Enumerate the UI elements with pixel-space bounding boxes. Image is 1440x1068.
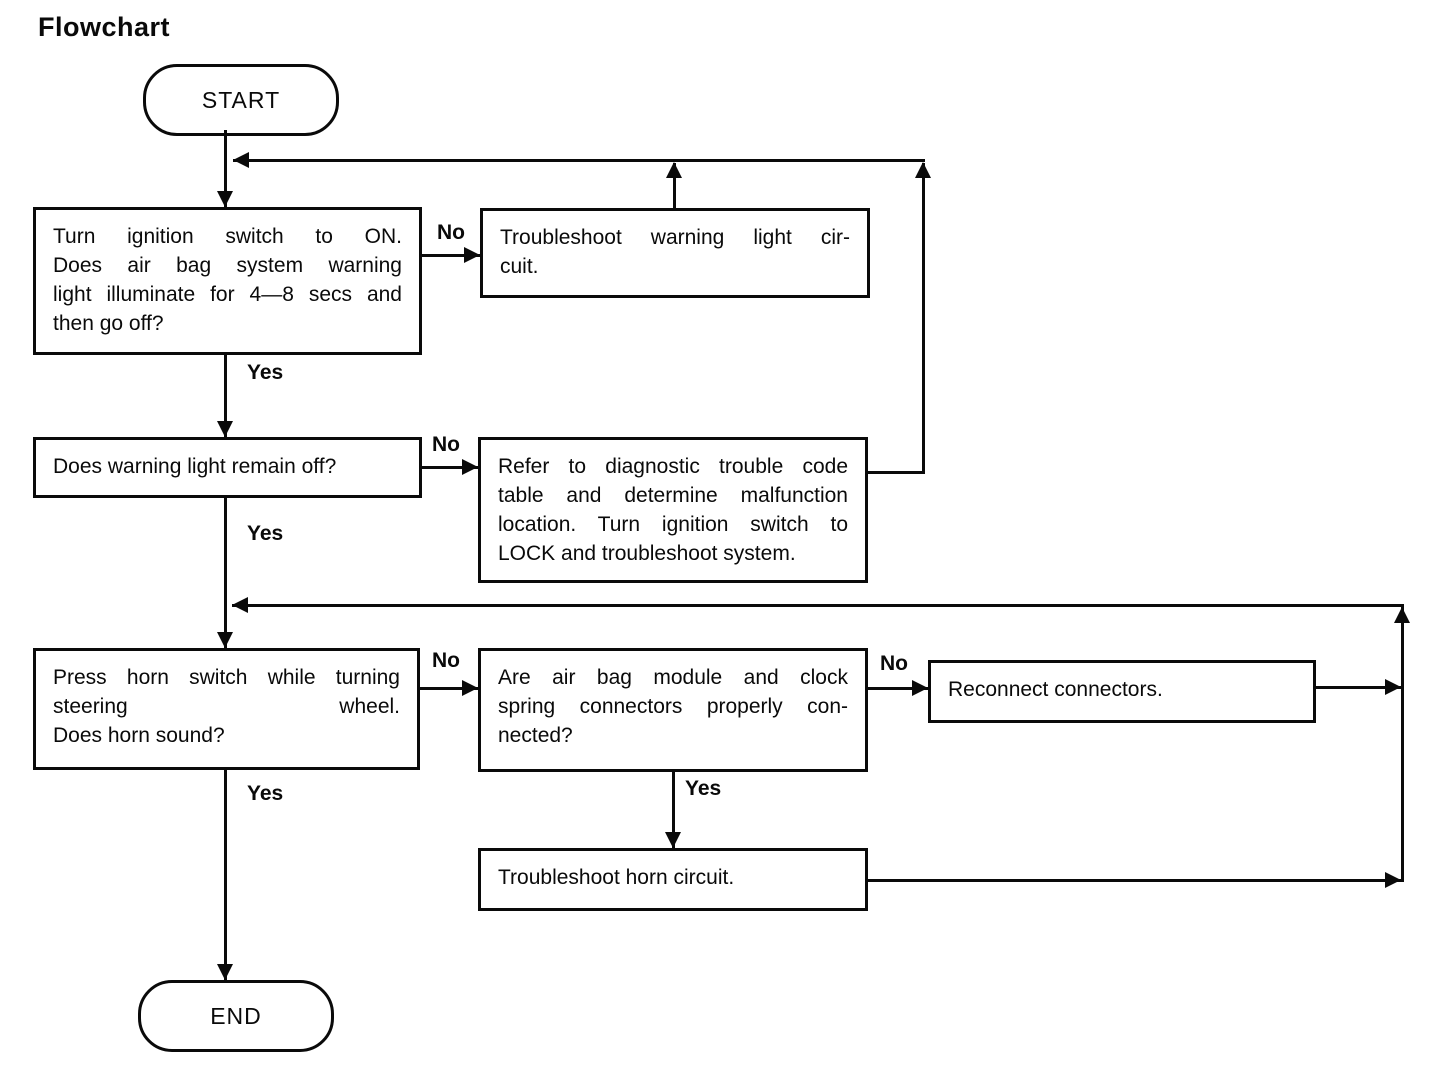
connector-mid-feedback-horizontal [232, 604, 1404, 607]
edge-label-yes-4: Yes [247, 782, 284, 805]
arrowhead-horncircuit-out-icon [1385, 872, 1401, 888]
edge-label-no-2: No [432, 433, 460, 456]
arrowhead-mid-feedback-icon [232, 597, 248, 613]
edge-label-no-1: No [437, 221, 465, 244]
arrowhead-right-feedback-up-icon [1394, 607, 1410, 623]
edge-label-yes-1: Yes [247, 361, 284, 384]
connector-q2-no [422, 466, 478, 469]
connector-q4-no [868, 687, 928, 690]
arrowhead-into-q3-icon [217, 632, 233, 648]
arrowhead-into-q1-icon [217, 191, 233, 207]
terminal-start-label: START [201, 86, 281, 113]
arrowhead-reconnect-out-icon [1385, 679, 1401, 695]
node-reconnect-connectors: Reconnect connectors. [928, 660, 1316, 723]
arrowhead-q2-no-icon [462, 459, 478, 475]
connector-q3-no [420, 687, 478, 690]
terminal-start: START [143, 64, 339, 136]
page-title: Flowchart [38, 12, 171, 42]
edge-label-yes-2: Yes [247, 522, 284, 545]
connector-warninglight-box-up [673, 163, 676, 208]
arrowhead-refer-up-icon [915, 162, 931, 178]
connector-refer-box-right [868, 471, 925, 474]
connector-q2-yes [224, 498, 227, 648]
arrowhead-q1-no-icon [464, 247, 480, 263]
arrowhead-into-q2-icon [217, 421, 233, 437]
connector-refer-feedback-up [922, 163, 925, 474]
terminal-end-label: END [210, 1002, 262, 1029]
connector-horncircuit-out [868, 879, 1401, 882]
node-turn-ignition-question: Turn ignition switch to ON.Does air bag … [33, 207, 422, 355]
connector-top-feedback-horizontal [233, 159, 925, 162]
node-troubleshoot-warning-light: Troubleshoot warning light cir-cuit. [480, 208, 870, 298]
arrowhead-q3-no-icon [462, 680, 478, 696]
node-troubleshoot-horn-circuit: Troubleshoot horn circuit. [478, 848, 868, 911]
edge-label-yes-3: Yes [685, 777, 722, 800]
arrowhead-top-feedback-icon [233, 152, 249, 168]
node-warning-light-remain-off-question: Does warning light remain off? [33, 437, 422, 498]
connector-q3-yes-to-end [224, 770, 227, 980]
arrowhead-into-end-icon [217, 964, 233, 980]
arrowhead-into-horncircuit-icon [665, 832, 681, 848]
edge-label-no-3: No [432, 649, 460, 672]
connector-q1-no [422, 254, 480, 257]
arrowhead-q4-no-icon [912, 680, 928, 696]
arrowhead-warninglight-up-icon [666, 162, 682, 178]
connector-start-to-q1 [224, 130, 227, 207]
connector-right-feedback-vertical [1401, 607, 1404, 882]
edge-label-no-4: No [880, 652, 908, 675]
connector-q1-yes [224, 355, 227, 437]
terminal-end: END [138, 980, 334, 1052]
connector-reconnect-out [1316, 686, 1401, 689]
connector-q4-yes [672, 772, 675, 848]
